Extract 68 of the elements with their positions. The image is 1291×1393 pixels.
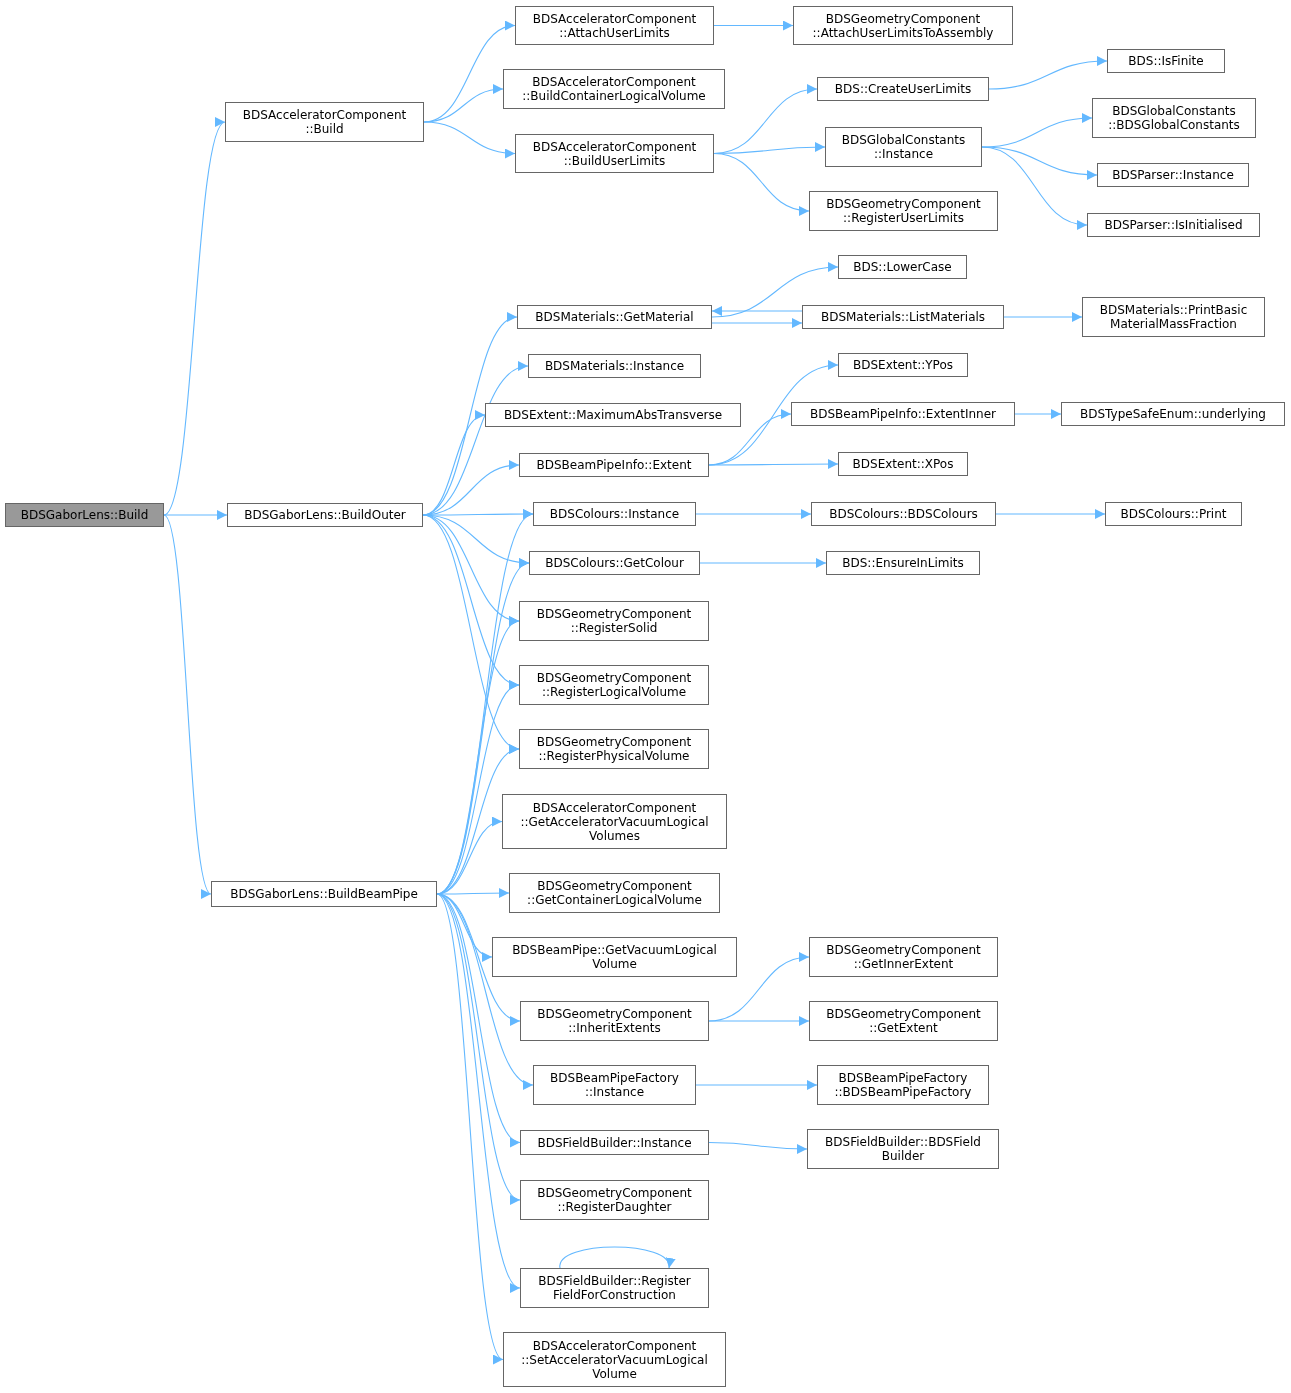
function-box: BDSBeamPipeFactory ::BDSBeamPipeFactory (817, 1065, 989, 1105)
call-arrow (708, 1016, 810, 1026)
function-box: BDSGeometryComponent ::GetContainerLogicalVolume (509, 873, 720, 913)
function-box: BDSGlobalConstants ::Instance (825, 127, 982, 167)
function-box: BDSBeamPipeInfo::ExtentInner (791, 402, 1015, 426)
call-arrow (699, 558, 827, 568)
function-box: BDSGeometryComponent ::GetInnerExtent (809, 937, 998, 977)
function-box: BDSColours::BDSColours (811, 502, 996, 526)
call-arrow (695, 509, 812, 519)
function-box: BDSGeometryComponent ::GetExtent (809, 1001, 998, 1041)
function-box: BDSAcceleratorComponent ::BuildUserLimits (515, 134, 714, 173)
function-box: BDSColours::Print (1105, 502, 1242, 526)
function-box: BDSGeometryComponent ::RegisterSolid (519, 601, 709, 641)
function-box: BDSAcceleratorComponent ::Build (225, 102, 424, 142)
call-arrow (423, 84, 504, 123)
call-arrow (981, 146, 1088, 229)
function-box: BDSMaterials::Instance (528, 354, 701, 378)
function-box: BDS::CreateUserLimits (817, 77, 989, 101)
function-box: BDSGeometryComponent ::InheritExtents (520, 1001, 709, 1041)
function-box: BDSFieldBuilder::Instance (520, 1130, 709, 1155)
function-box: BDSGaborLens::BuildBeamPipe (211, 881, 437, 907)
call-arrow (1003, 312, 1083, 322)
call-arrow (713, 20, 794, 31)
function-box: BDSGeometryComponent ::RegisterLogicalVolume (519, 665, 709, 705)
function-box: BDSGeometryComponent ::RegisterPhysicalVolume (519, 729, 709, 769)
function-box: BDSParser::IsInitialised (1087, 213, 1260, 237)
call-arrow (711, 262, 839, 318)
function-box: BDSGlobalConstants ::BDSGlobalConstants (1092, 98, 1256, 138)
function-box: BDSGeometryComponent ::RegisterUserLimits (809, 191, 998, 231)
function-box: BDSGeometryComponent ::AttachUserLimitsToAssembly (793, 6, 1013, 45)
function-box: BDSTypeSafeEnum::underlying (1061, 402, 1285, 426)
current-function-box: BDSGaborLens::Build (5, 503, 164, 527)
call-arrow (995, 509, 1106, 519)
function-box: BDS::EnsureInLimits (826, 551, 980, 575)
call-arrow (713, 152, 810, 215)
function-box: BDSAcceleratorComponent ::GetAcceleratorVacuumLogical Volumes (502, 794, 727, 849)
function-box: BDSColours::Instance (533, 502, 696, 526)
function-box: BDSExtent::MaximumAbsTransverse (485, 403, 741, 427)
call-arrow (711, 306, 803, 316)
function-box: BDS::IsFinite (1107, 49, 1225, 73)
function-box: BDSGeometryComponent ::RegisterDaughter (520, 1180, 709, 1220)
function-box: BDSParser::Instance (1097, 163, 1249, 187)
function-box: BDSAcceleratorComponent ::AttachUserLimits (515, 6, 714, 45)
call-arrow (711, 318, 803, 328)
function-box: BDSFieldBuilder::Register FieldForConstruction (520, 1268, 709, 1308)
call-arrow (423, 121, 516, 158)
call-arrow (981, 146, 1098, 180)
function-box: BDSFieldBuilder::BDSField Builder (807, 1129, 999, 1169)
function-box: BDSMaterials::GetMaterial (517, 305, 712, 329)
call-arrow (1014, 409, 1062, 419)
call-arrow (988, 56, 1108, 90)
call-arrow (695, 1080, 818, 1090)
function-box: BDSExtent::XPos (838, 452, 968, 476)
call-arrow (708, 1141, 808, 1154)
function-box: BDSBeamPipe::GetVacuumLogical Volume (492, 937, 737, 977)
function-box: BDSAcceleratorComponent ::BuildContainerLogicalVolume (503, 69, 725, 109)
function-box: BDSAcceleratorComponent ::SetAcceleratorVacuumLogical Volume (503, 1332, 726, 1387)
call-arrow (708, 459, 839, 469)
function-box: BDSMaterials::ListMaterials (802, 305, 1004, 329)
function-box: BDSBeamPipeInfo::Extent (519, 453, 709, 477)
function-box: BDSGaborLens::BuildOuter (227, 503, 423, 527)
function-box: BDSMaterials::PrintBasic MaterialMassFraction (1082, 297, 1265, 337)
function-box: BDSBeamPipeFactory ::Instance (533, 1065, 696, 1105)
function-box: BDS::LowerCase (838, 255, 967, 279)
self-call-arrow (559, 1246, 673, 1269)
function-box: BDSColours::GetColour (529, 551, 700, 575)
function-box: BDSExtent::YPos (838, 353, 968, 377)
call-arrow (981, 113, 1093, 148)
